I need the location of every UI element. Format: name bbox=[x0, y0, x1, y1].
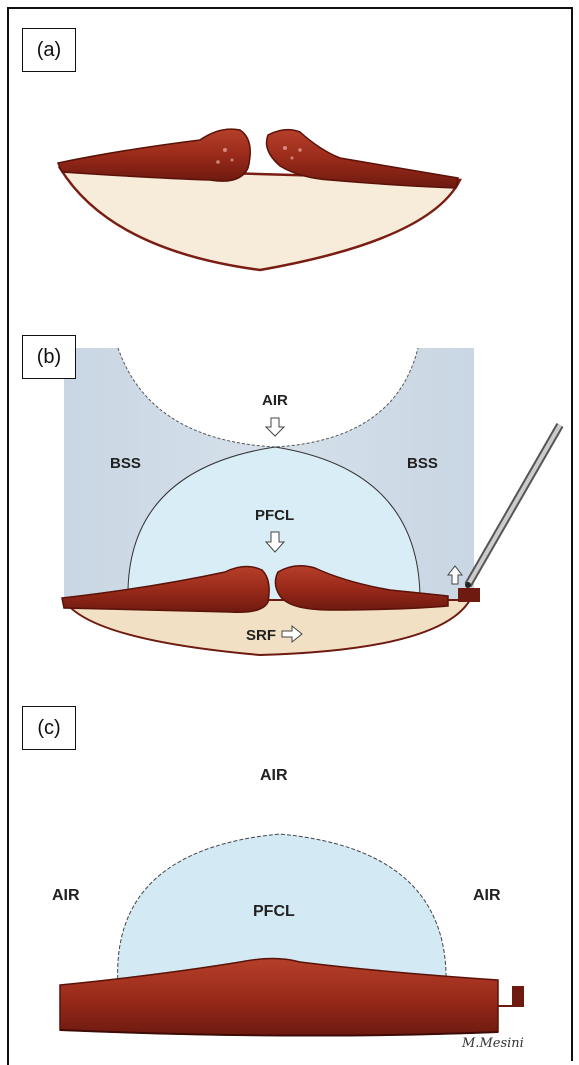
panel-c-drawing bbox=[60, 834, 524, 1036]
panel-b-label: (b) bbox=[22, 335, 76, 379]
panel-c-label: (c) bbox=[22, 706, 76, 750]
label-pfcl-c: PFCL bbox=[253, 903, 295, 920]
label-bss-left: BSS bbox=[110, 455, 141, 472]
label-bss-right: BSS bbox=[407, 455, 438, 472]
label-air-c-top: AIR bbox=[260, 767, 288, 784]
label-air-c-right: AIR bbox=[473, 887, 501, 904]
label-srf: SRF bbox=[246, 627, 276, 644]
artist-signature: M.Mesini bbox=[461, 1036, 524, 1051]
panel-b-drawing bbox=[62, 348, 560, 655]
panel-a-label: (a) bbox=[22, 28, 76, 72]
label-air-b: AIR bbox=[262, 392, 288, 409]
panel-a-drawing bbox=[58, 129, 460, 270]
cannula-icon bbox=[465, 425, 560, 588]
label-air-c-left: AIR bbox=[52, 887, 80, 904]
label-pfcl-b: PFCL bbox=[255, 507, 294, 524]
